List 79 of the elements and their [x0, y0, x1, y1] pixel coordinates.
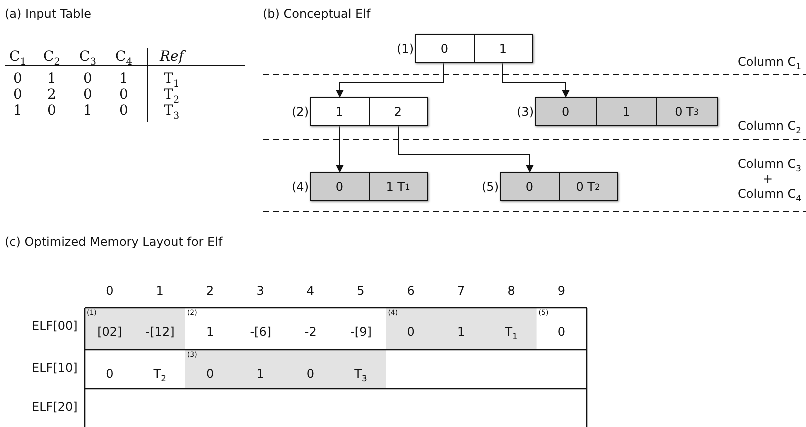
column-header: C$_{3}$ [80, 50, 96, 68]
column-header: C$_{4}$ [116, 50, 132, 68]
column-index: 0 [106, 285, 114, 297]
panel-heading: (b) Conceptual Elf [263, 8, 371, 20]
field-value: 0 [440, 40, 450, 58]
cell-value: 1 [256, 368, 264, 380]
cell-value: 0 [206, 368, 214, 380]
record-box [535, 97, 718, 126]
column-label: Column C$_{4}$ [738, 188, 802, 203]
table-cell: 2 [48, 88, 56, 102]
arrow [502, 62, 570, 98]
field-value: 1 [474, 35, 532, 62]
table-cell: 0 [84, 72, 92, 86]
cell-value: -[9] [350, 326, 372, 338]
field-value: 0 [561, 104, 571, 120]
table-cell: 0 [14, 72, 22, 86]
table-cell: 0 [120, 104, 128, 118]
field-value: 1 [596, 98, 656, 125]
cell-value: 0 [407, 326, 415, 338]
node-number: (2) [292, 106, 309, 118]
cell-value: 1 [458, 326, 466, 338]
cell-value: -[12] [146, 326, 175, 338]
cell-value: -2 [304, 326, 317, 338]
record-box [500, 172, 618, 201]
field-value: 0 [334, 178, 345, 196]
plus-sign: + [763, 173, 774, 185]
arrow [336, 62, 444, 98]
table-cell: T$_{3}$ [164, 104, 180, 122]
row-label: ELF[00] [32, 320, 78, 332]
cell-value: 0 [306, 368, 315, 380]
column-index: 1 [156, 285, 164, 297]
arrow [398, 126, 534, 173]
table-cell: 1 [84, 104, 92, 118]
row-label: ELF[10] [32, 362, 78, 374]
cell-value: 1 [206, 326, 214, 338]
arrow [336, 126, 344, 173]
cell-value: T$_{2}$ [154, 368, 166, 383]
table-cell: 1 [14, 104, 22, 118]
column-index: 8 [508, 285, 516, 297]
column-header: C$_{2}$ [44, 50, 60, 68]
column-index: 2 [206, 285, 214, 297]
column-index: 4 [306, 285, 315, 297]
record-box [310, 97, 428, 126]
column-label: Column C$_{1}$ [738, 56, 802, 71]
cell-value: [02] [98, 326, 122, 338]
column-index: 6 [407, 285, 415, 297]
table-cell: T$_{1}$ [164, 72, 180, 90]
table-cell: T$_{2}$ [164, 88, 180, 106]
field-value: 1 [334, 104, 345, 120]
column-label: Column C$_{3}$ [738, 158, 802, 173]
table-cell: 0 [84, 88, 92, 102]
cell-value: T$_{1}$ [505, 326, 518, 341]
field-value: 2 [368, 98, 427, 125]
record-box [310, 172, 428, 201]
table-cell: 0 [120, 88, 128, 102]
cell-value: 0 [106, 368, 114, 380]
record-box [415, 34, 533, 63]
node-number: (4) [292, 181, 309, 193]
column-index: 3 [256, 285, 264, 297]
field-value: 0 [524, 178, 535, 196]
column-header: Ref [160, 50, 184, 64]
cell-value: T$_{3}$ [354, 368, 368, 383]
node-number: (5) [482, 181, 499, 193]
table-cell: 1 [120, 72, 128, 86]
row-label: ELF[20] [32, 401, 78, 413]
table-cell: 1 [48, 72, 56, 86]
node-number: (1) [397, 43, 414, 55]
column-index: 9 [558, 285, 566, 297]
table-cell: 0 [14, 88, 22, 102]
column-header: C$_{1}$ [10, 50, 26, 68]
column-label: Column C$_{2}$ [738, 120, 802, 135]
panel-heading: (c) Optimized Memory Layout for Elf [5, 236, 223, 248]
table-cell: 0 [48, 104, 56, 118]
column-index: 5 [357, 285, 365, 297]
cell-value: -[6] [250, 326, 272, 338]
node-number: (3) [517, 106, 534, 118]
panel-heading: (a) Input Table [5, 8, 92, 20]
cell-value: 0 [558, 326, 566, 338]
column-index: 7 [458, 285, 466, 297]
